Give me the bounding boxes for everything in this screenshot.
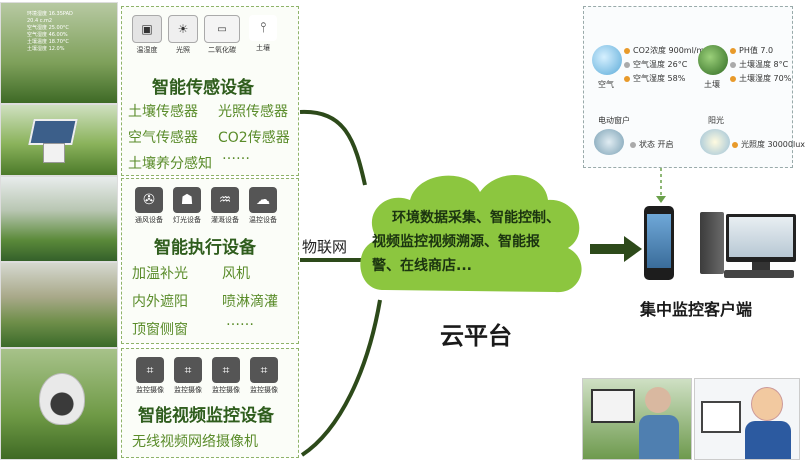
device-light: ☀ 光照 bbox=[166, 15, 200, 55]
arrow-head bbox=[624, 236, 642, 262]
sensor-readings-overlay: 环境湿度 16.35PAD 20.4 c.m2 空气湿度 25.00°C 空气湿… bbox=[27, 11, 73, 52]
greenhouse-sensor-photo: 环境湿度 16.35PAD 20.4 c.m2 空气湿度 25.00°C 空气湿… bbox=[0, 2, 118, 104]
sensor-panel-title: 智能传感设备 bbox=[152, 78, 254, 98]
cctv-camera-icon: ⌗ bbox=[212, 357, 240, 383]
actuator-item: 顶窗侧窗 bbox=[132, 322, 188, 338]
actuator-panel-title: 智能执行设备 bbox=[154, 238, 256, 258]
cctv-camera-icon: ⌗ bbox=[174, 357, 202, 383]
air-globe-icon bbox=[592, 45, 622, 75]
person-silhouette bbox=[645, 387, 671, 413]
sensor-item: 光照传感器 bbox=[218, 104, 288, 120]
air-label: 空气 bbox=[598, 80, 614, 89]
solar-sensor-photo bbox=[0, 104, 118, 176]
sensor-item: 土壤传感器 bbox=[128, 104, 198, 120]
monitor-stand bbox=[752, 262, 770, 270]
client-label: 集中监控客户端 bbox=[640, 300, 753, 319]
greenhouse-rows-photo bbox=[0, 262, 118, 348]
sunlight-icon bbox=[700, 129, 730, 155]
light-sensor-icon: ☀ bbox=[168, 15, 198, 43]
soil-reading: 土壤温度 8°C bbox=[730, 59, 788, 70]
soil-reading: PH值 7.0 bbox=[730, 45, 773, 56]
dashed-arrow-head bbox=[656, 196, 666, 203]
monitor-screen bbox=[729, 217, 793, 257]
cartoon-user-image bbox=[694, 378, 800, 460]
co2-sensor-icon: ▭ bbox=[204, 15, 240, 43]
dome-camera-shape bbox=[39, 373, 85, 425]
keyboard-icon bbox=[724, 270, 794, 278]
sensor-item: …… bbox=[222, 147, 250, 163]
tablet-chart-shape bbox=[701, 401, 741, 433]
device-temperature-control: ☁ 温控设备 bbox=[246, 187, 280, 225]
cloud-caption: 云平台 bbox=[440, 322, 512, 350]
cloud-text-line: 视频监控视频溯源、智能报 bbox=[372, 234, 540, 250]
cartoon-head bbox=[751, 387, 783, 421]
actuator-panel: ✇ 通风设备 ☗ 灯光设备 ♒ 灌溉设备 ☁ 温控设备 智能执行设备 加温补光 … bbox=[121, 178, 299, 344]
phone-screen bbox=[647, 214, 671, 268]
device-camera: ⌗ 监控摄像 bbox=[134, 357, 166, 395]
cloud-shape bbox=[360, 174, 582, 293]
light-reading: 光照度 30000lux bbox=[732, 139, 805, 150]
video-panel-title: 智能视频监控设备 bbox=[138, 406, 274, 426]
video-item: 无线视频网络摄像机 bbox=[132, 434, 258, 450]
soil-label: 土壤 bbox=[704, 80, 720, 89]
soil-probe-icon: ⫯ bbox=[249, 15, 277, 41]
device-camera: ⌗ 监控摄像 bbox=[172, 357, 204, 395]
actuator-item: 喷淋滴灌 bbox=[222, 294, 278, 310]
cctv-camera-icon: ⌗ bbox=[136, 357, 164, 383]
sensor-connector-curve bbox=[299, 109, 367, 186]
soil-reading: 土壤湿度 70% bbox=[730, 73, 791, 84]
device-camera: ⌗ 监控摄像 bbox=[248, 357, 280, 395]
lamp-icon: ☗ bbox=[173, 187, 201, 213]
device-lighting: ☗ 灯光设备 bbox=[170, 187, 204, 225]
sensor-panel: ▣ 温湿度 ☀ 光照 ▭ 二氧化碳 ⫯ 土壤 智能传感设备 土壤传感器 光照传感… bbox=[121, 6, 299, 176]
device-temp-humidity: ▣ 温湿度 bbox=[130, 15, 164, 55]
air-reading: 空气温度 26°C bbox=[624, 59, 687, 70]
iot-label: 物联网 bbox=[302, 238, 348, 256]
window-motor-icon bbox=[594, 129, 624, 155]
motor-status: 状态 开启 bbox=[630, 139, 674, 150]
tablet-shape bbox=[591, 389, 635, 423]
smartphone-icon bbox=[644, 206, 674, 280]
device-camera: ⌗ 监控摄像 bbox=[210, 357, 242, 395]
device-ventilation: ✇ 通风设备 bbox=[132, 187, 166, 225]
cloud-text-line: 警、在线商店... bbox=[372, 258, 472, 274]
greenhouse-interior-photo bbox=[0, 176, 118, 262]
desktop-monitor-icon bbox=[726, 214, 796, 262]
video-panel: ⌗ 监控摄像 ⌗ 监控摄像 ⌗ 监控摄像 ⌗ 监控摄像 智能视频监控设备 无线视… bbox=[121, 348, 299, 458]
sensor-item: CO2传感器 bbox=[218, 130, 290, 146]
actuator-item: 风机 bbox=[222, 266, 250, 282]
watering-can-icon: ♒ bbox=[211, 187, 239, 213]
device-soil: ⫯ 土壤 bbox=[246, 15, 280, 53]
air-reading: CO2浓度 900ml/m³ bbox=[624, 45, 708, 56]
fan-icon: ✇ bbox=[135, 187, 163, 213]
monitor-panel: 空气 CO2浓度 900ml/m³ 空气温度 26°C 空气湿度 58% 土壤 … bbox=[583, 6, 805, 168]
cloud-icon: ☁ bbox=[249, 187, 277, 213]
cloud-text-line: 环境数据采集、智能控制、 bbox=[392, 210, 560, 226]
sensor-item: 土壤养分感知 bbox=[128, 156, 212, 172]
sensor-item: 空气传感器 bbox=[128, 130, 198, 146]
air-reading: 空气湿度 58% bbox=[624, 73, 685, 84]
video-connector-curve bbox=[300, 299, 382, 457]
arrow-shaft bbox=[590, 244, 626, 254]
cartoon-body bbox=[745, 421, 791, 459]
cloud-text: 环境数据采集、智能控制、 视频监控视频溯源、智能报 警、在线商店... bbox=[372, 206, 582, 278]
person-body bbox=[639, 415, 679, 459]
sensor-box-shape bbox=[43, 143, 65, 163]
cctv-camera-icon: ⌗ bbox=[250, 357, 278, 383]
actuator-item: …… bbox=[226, 313, 254, 329]
tablet-user-photo bbox=[582, 378, 692, 460]
camera-photo bbox=[0, 348, 118, 460]
light-label: 阳光 bbox=[708, 116, 724, 125]
motor-label: 电动窗户 bbox=[598, 116, 630, 125]
desktop-tower-icon bbox=[700, 212, 724, 274]
thermometer-icon: ▣ bbox=[132, 15, 162, 43]
actuator-item: 加温补光 bbox=[132, 266, 188, 282]
actuator-item: 内外遮阳 bbox=[132, 294, 188, 310]
device-irrigation: ♒ 灌溉设备 bbox=[208, 187, 242, 225]
device-co2: ▭ 二氧化碳 bbox=[202, 15, 242, 55]
soil-globe-icon bbox=[698, 45, 728, 75]
